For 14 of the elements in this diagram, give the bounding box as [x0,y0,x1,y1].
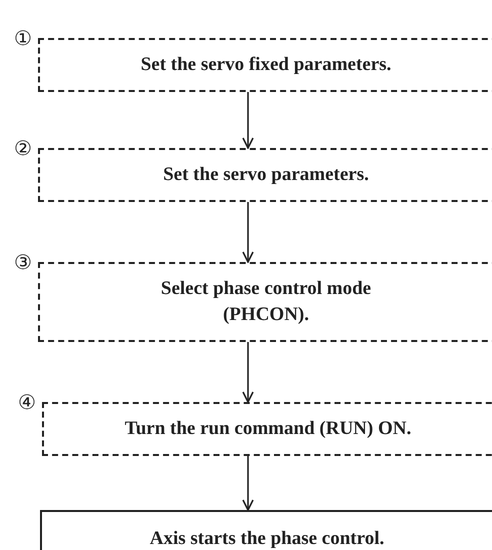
step-number: ② [14,137,32,161]
arrow [242,202,254,263]
process-box [42,402,492,456]
arrow [242,92,254,149]
step-number: ① [14,27,32,51]
arrow [242,342,254,403]
step-text: Turn the run command (RUN) ON. [124,417,412,441]
step-text: Select phase control mode (PHCON). [160,277,372,327]
step-text: Set the servo fixed parameters. [140,53,392,77]
step-text: Axis starts the phase control. [150,527,384,550]
step-number: ③ [14,251,32,275]
step-text: Set the servo parameters. [163,163,369,187]
arrow [242,456,254,511]
step-number: ④ [18,391,36,415]
